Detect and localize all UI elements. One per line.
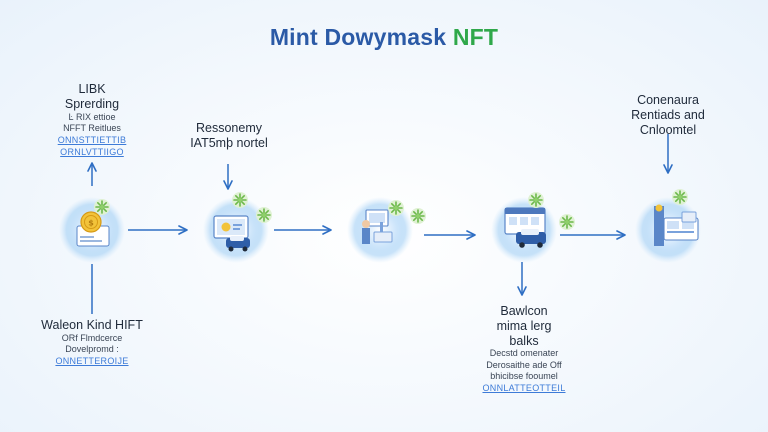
node-wallet-coin: $ [76, 198, 111, 247]
collection-display-icon [654, 204, 699, 246]
coin-wallet-icon: $ [76, 211, 110, 247]
builder-icon [362, 209, 393, 244]
label-bottom-fourth-sub-3: bhicibse fooumel [490, 370, 558, 381]
svg-text:$: $ [88, 219, 94, 228]
label-bottom-fourth-line-2: mima lerg [496, 318, 552, 333]
node-builder [362, 199, 427, 244]
leaf-icon [93, 198, 111, 216]
market-car-icon [504, 207, 546, 248]
title-main: Mint Dowymask [269, 24, 447, 50]
label-top-second: Ressonemy IAT5mþ nortel [170, 121, 288, 151]
vertical-arrows [87, 134, 673, 314]
node-laptop-car [213, 191, 273, 252]
label-top-right: Conenaura Rentiads and Cnloomtel [610, 93, 726, 137]
label-top-left: LIBK Sprerding Ŀ RIX ettioe NFFT Reitlue… [40, 82, 144, 158]
label-top-right-line-3: Cnloomtel [639, 122, 697, 137]
leaf-icon [671, 188, 689, 206]
title-accent: NFT [452, 24, 499, 50]
leaf-icon [409, 207, 427, 225]
leaf-icon [387, 199, 405, 217]
label-bottom-left-sub-1: ORf Flmdcerce [61, 332, 123, 343]
label-top-right-line-2: Rentiads and [631, 107, 705, 122]
label-top-left-link-1[interactable]: ONNSTTIETTIB [57, 135, 127, 145]
label-bottom-left-link-1[interactable]: ONNETTEROIJE [55, 356, 129, 367]
label-top-left-sub-1: Ŀ RIX ettioe [68, 111, 116, 122]
label-top-left-line-1: LIBK [78, 82, 106, 96]
label-top-second-line-1: Ressonemy [196, 121, 262, 135]
laptop-car-icon [213, 215, 250, 252]
page-title: Mint Dowymask NFT [0, 24, 768, 51]
label-top-left-line-2: Sprerding [64, 96, 120, 111]
label-bottom-fourth-line-3: balks [509, 333, 539, 348]
node-collection-display [654, 188, 699, 246]
label-top-left-link-2[interactable]: ORNLVTTIIGO [60, 147, 124, 158]
label-top-left-sub-2: NFFT Reitlues [63, 122, 121, 133]
label-bottom-fourth-sub-1: Decstd omenater [489, 348, 559, 359]
label-bottom-left: Waleon Kind HIFT ORf Flmdcerce Dovelprom… [24, 318, 160, 367]
leaf-icon [558, 213, 576, 231]
label-bottom-fourth-link-1[interactable]: ONNLATTEOTTEIL [482, 383, 566, 393]
leaf-icon [255, 206, 273, 224]
label-top-second-line-2: IAT5mþ nortel [190, 135, 268, 150]
label-bottom-fourth-line-1: Bawlcon [500, 304, 548, 318]
label-bottom-fourth: Bawlcon mima lerg balks Decstd omenater … [466, 304, 582, 394]
label-top-right-line-1: Conenaura [637, 93, 699, 107]
label-bottom-fourth-sub-2: Derosaithe ade Off [486, 359, 562, 370]
leaf-icon [527, 191, 545, 209]
node-market-car [504, 191, 576, 248]
label-bottom-left-sub-2: Dovelpromd : [65, 344, 119, 354]
label-bottom-left-line-1: Waleon Kind HIFT [41, 318, 143, 332]
flow-arrows [128, 225, 626, 240]
leaf-icon [231, 191, 249, 209]
